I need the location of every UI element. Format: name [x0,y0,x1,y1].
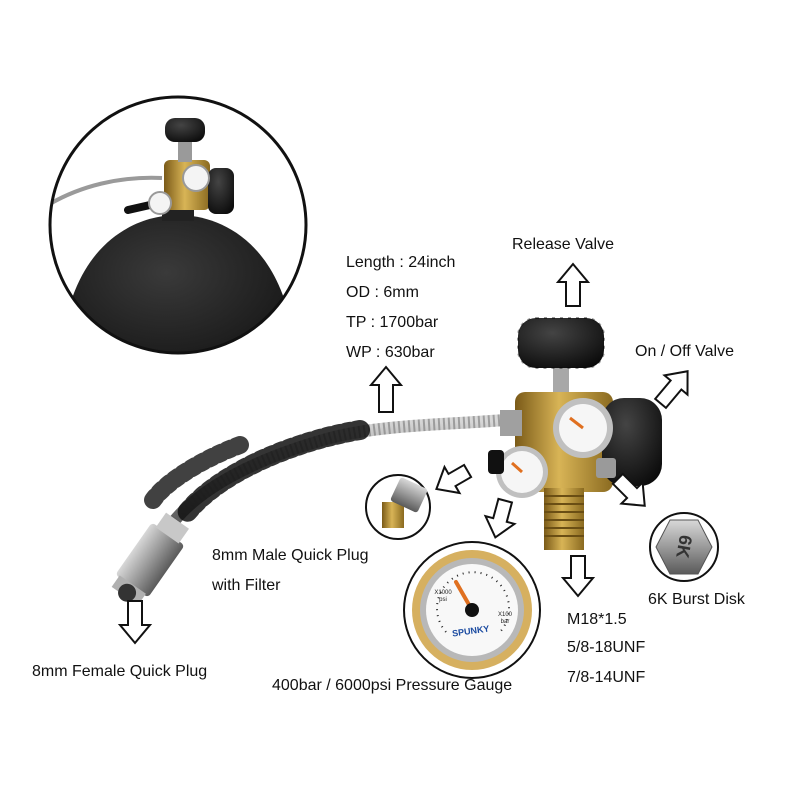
inset-gauge-1 [182,164,210,192]
spec-wp: WP : 630bar [346,344,435,361]
label-pressure-gauge: 400bar / 6000psi Pressure Gauge [272,677,513,694]
hose-assembly [111,414,506,606]
male-plug-detail [365,474,431,540]
label-thread-2: 5/8-18UNF [567,639,646,656]
spec-od: OD : 6mm [346,284,419,301]
arrow-release-valve [555,262,591,307]
inset-hose [50,175,163,207]
on-off-valve-knob [602,398,662,486]
arrow-pressure-gauge [483,497,517,539]
arrow-on-off [653,370,689,410]
spec-length: Length : 24inch [346,254,456,271]
spec-tp: TP : 1700bar [346,314,439,331]
arrow-male-plug [435,463,473,495]
burst-disk-detail [649,512,719,582]
label-thread-3: 7/8-14UNF [567,669,646,686]
tank-inset [48,95,308,355]
burst-disk-mark: 6K [672,533,696,560]
inset-border [48,95,308,355]
label-burst-disk: 6K Burst Disk [648,591,745,608]
hose-fitting [500,410,522,436]
label-male-plug-line1: 8mm Male Quick Plug [212,547,369,564]
label-release-valve: Release Valve [512,236,614,253]
label-male-plug-line2: with Filter [212,577,281,594]
label-female-plug: 8mm Female Quick Plug [32,663,208,680]
pressure-gauge-detail [403,541,541,679]
inset-release-knob [165,118,205,142]
fill-valve [488,317,662,550]
gauge-unit-right: X100 bar [497,612,512,625]
arrow-thread [560,555,596,598]
inset-plug [124,201,154,214]
female-quick-plug [111,512,189,606]
arrow-burst-disk [611,472,646,507]
release-stem [553,360,569,400]
inset-gauge-2 [148,191,172,215]
hose-spring-guard [175,420,370,525]
label-thread-1: M18*1.5 [567,611,627,628]
inset-onoff-knob [208,168,234,214]
gauge-unit-left: X1000 psi [434,590,452,603]
label-on-off-valve: On / Off Valve [635,343,735,360]
release-valve-knob [518,318,604,368]
burst-disk-fitting [596,458,616,478]
arrow-hose-specs [368,365,404,413]
arrow-female-plug [117,600,153,645]
